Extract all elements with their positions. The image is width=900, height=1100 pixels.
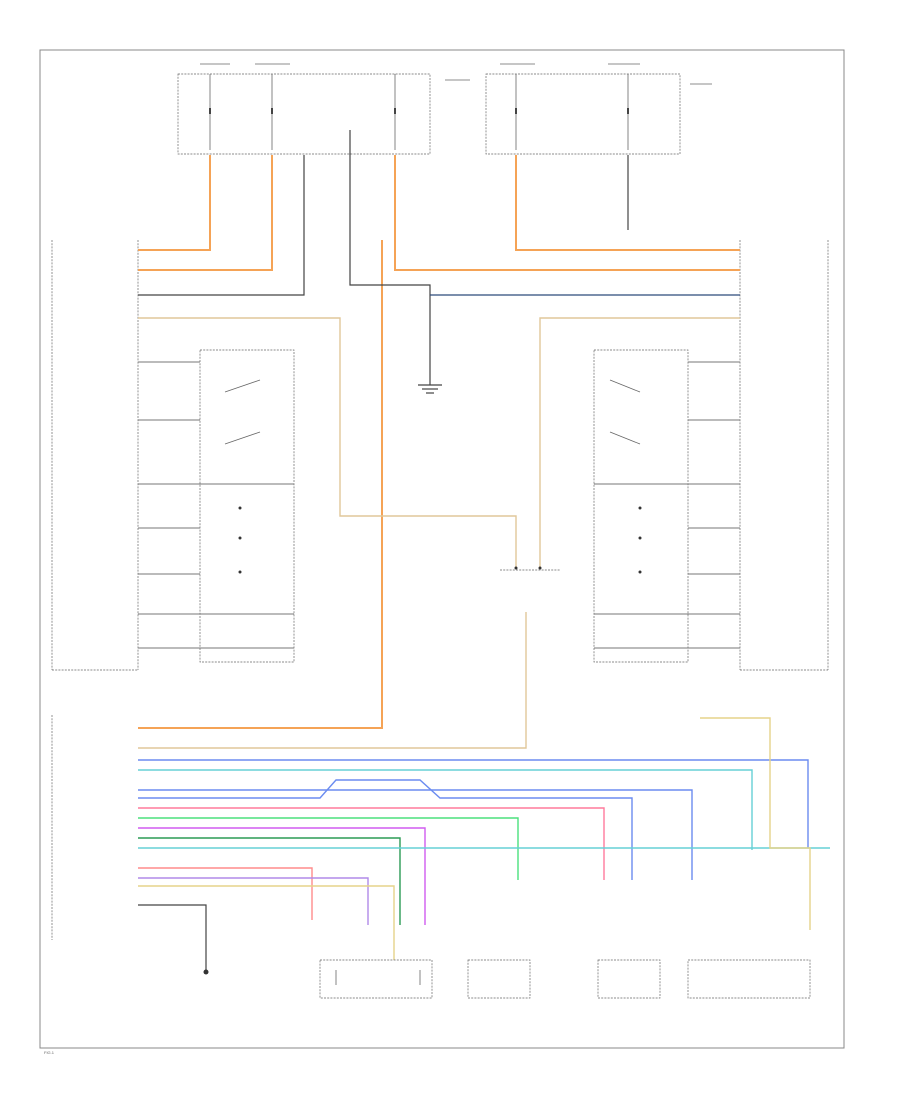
passenger-heated-seat-switch [593,349,689,663]
driver-seat-heaters [319,959,433,999]
fuse-block-right [485,63,712,155]
data-link-connector [500,566,560,571]
driver-switch-circuits [138,361,294,649]
driver-heated-seat-switch [199,349,295,663]
fuse-block-left [177,63,470,155]
battery-feed-wires [138,155,740,729]
diagram-frame [39,49,845,1049]
driver-heated-seat-module [51,240,139,671]
driver-cushion-heater [467,959,531,999]
ground-wires [138,130,740,394]
module-ground [138,904,209,975]
serial-data-wires [138,317,740,749]
footer-code: FIG.1 [44,1050,55,1055]
passenger-heated-seat-module [739,240,829,671]
lower-module-harness [138,717,830,960]
passenger-cushion-heater [597,959,661,999]
passenger-seat-heaters [687,959,811,999]
passenger-switch-circuits [594,361,740,649]
